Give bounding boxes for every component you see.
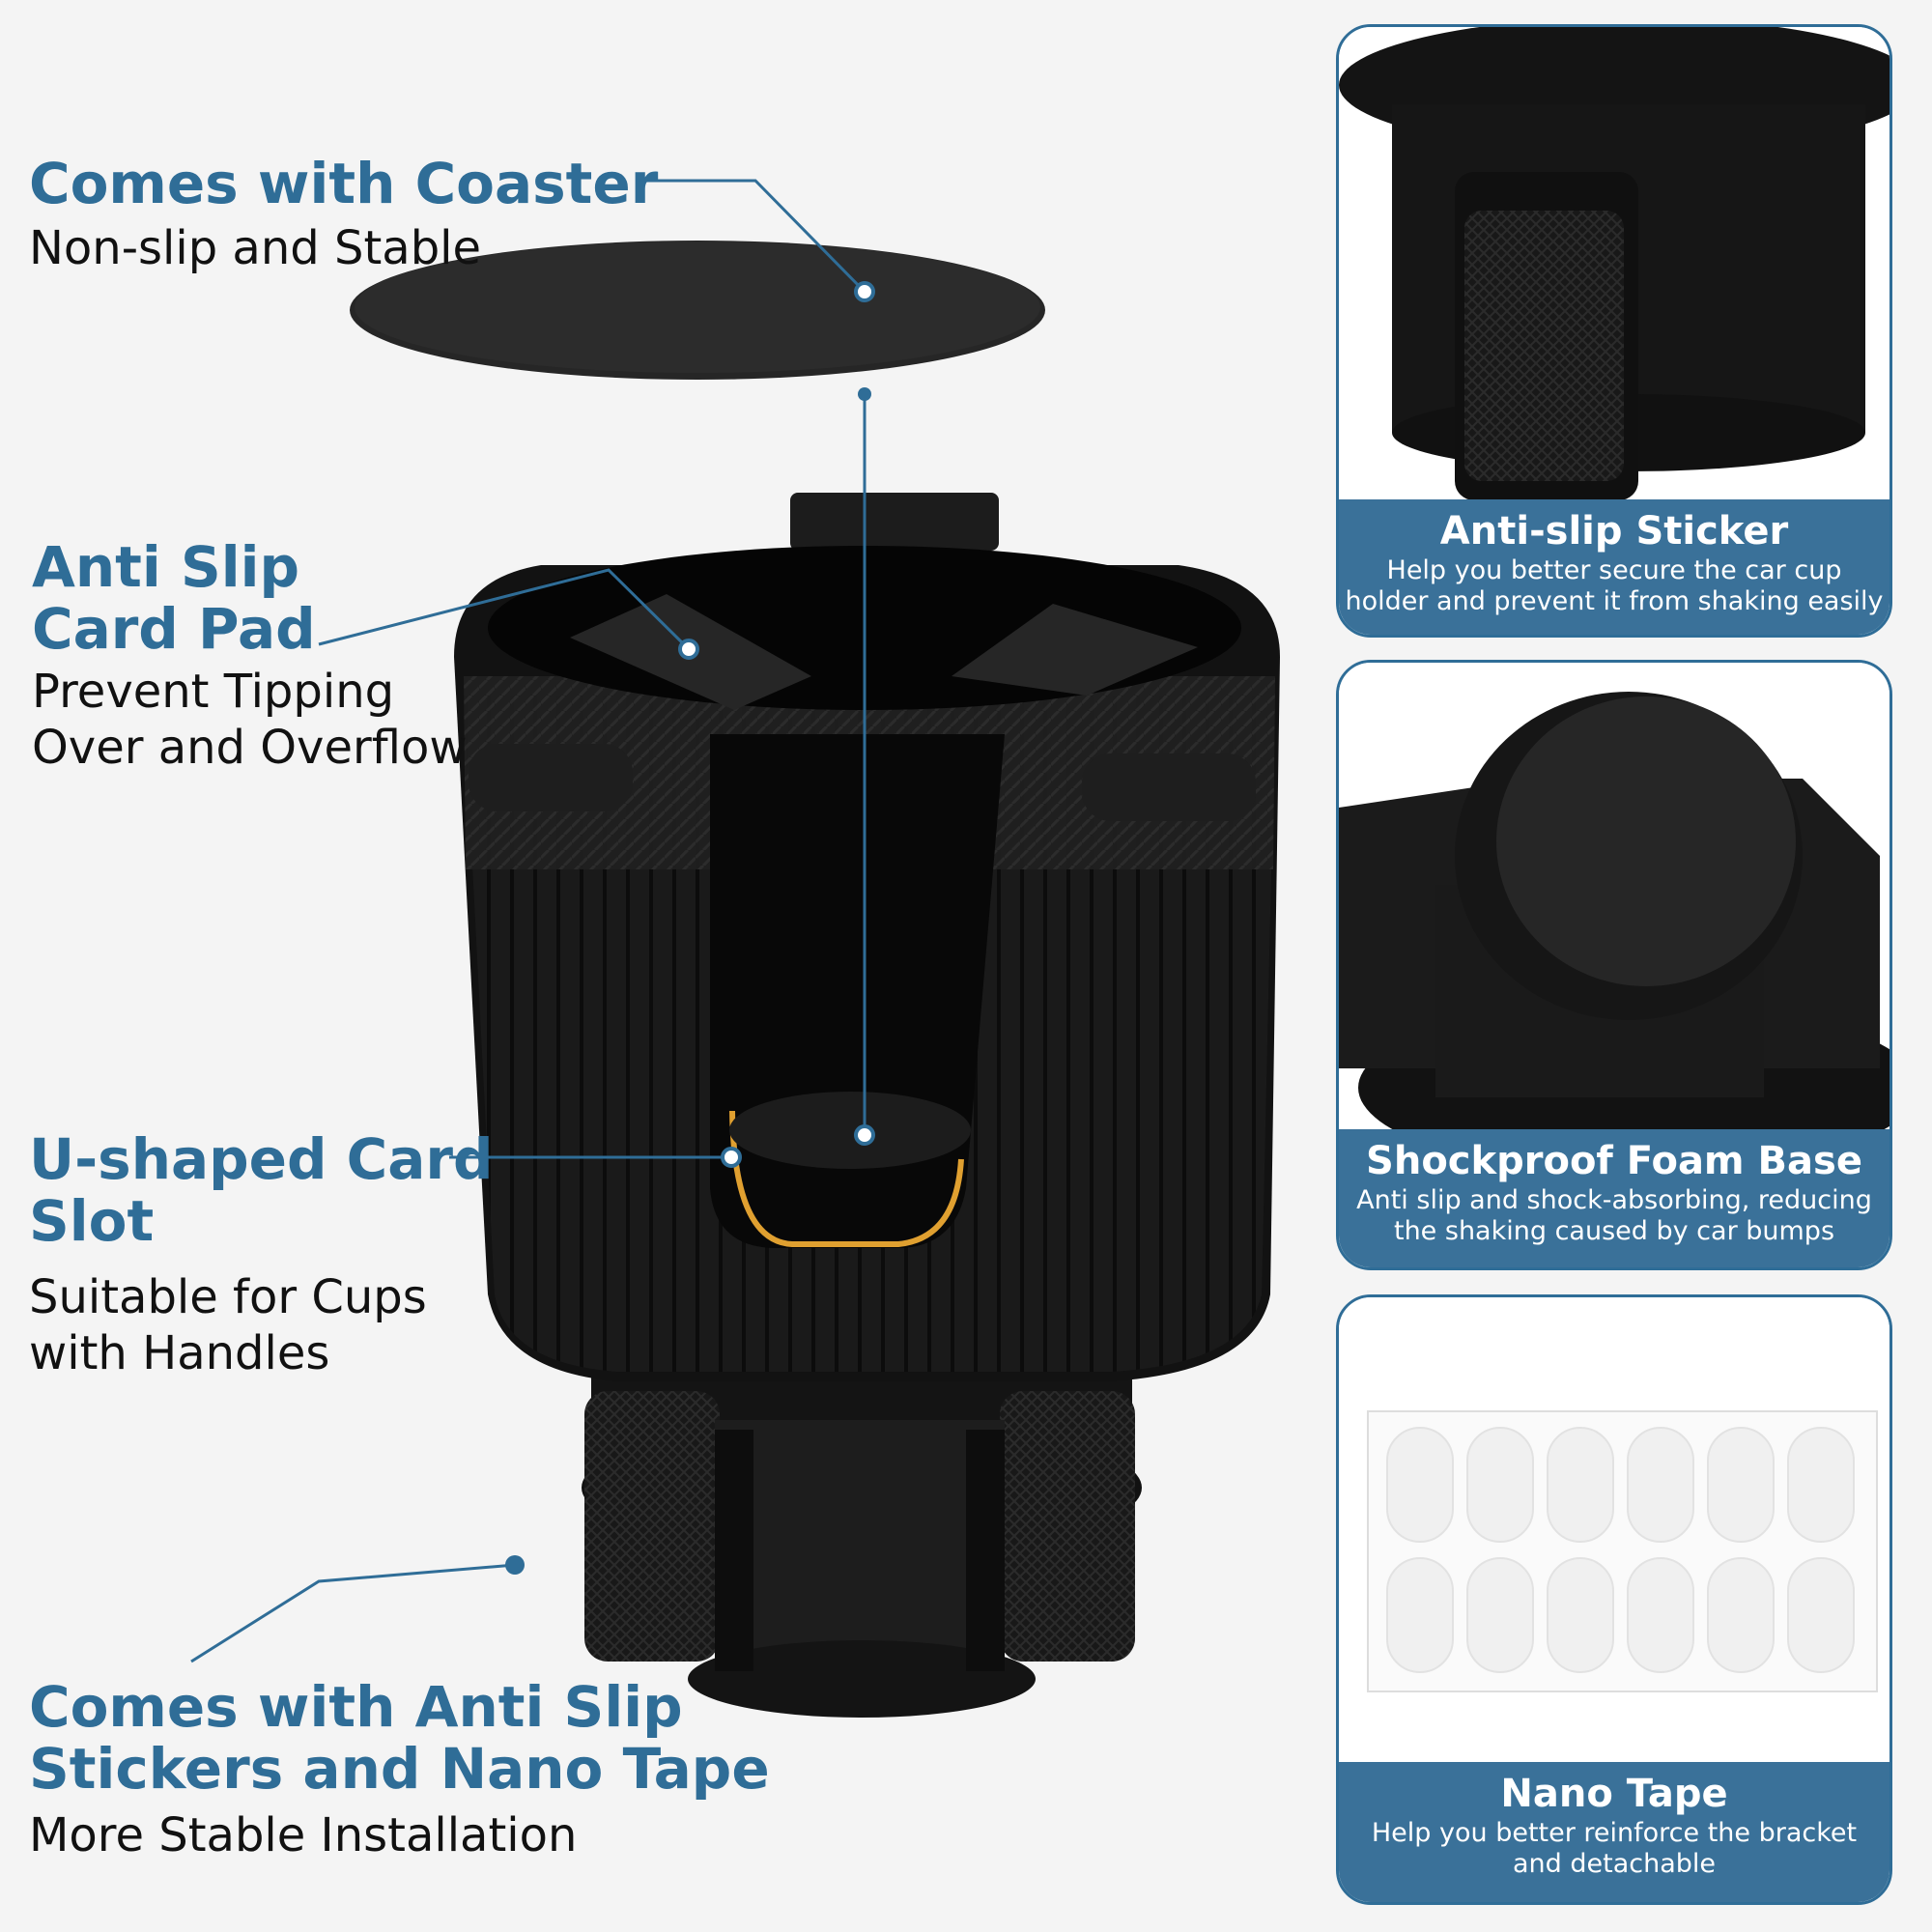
callout-card-pad-subtitle-1: Prevent Tipping [32,665,395,719]
nano-tape-pad [1386,1427,1454,1543]
nano-tape-pad [1386,1557,1454,1673]
callout-coaster-subtitle: Non-slip and Stable [29,221,482,275]
panel-shockproof-foam-base-desc-1: Anti slip and shock-absorbing, reducing [1356,1185,1872,1215]
nano-tape-pad [1547,1557,1614,1673]
panel-shockproof-foam-base-desc-2: the shaking caused by car bumps [1393,1216,1835,1246]
panel-nano-tape-desc-2: and detachable [1512,1849,1716,1879]
callout-stickers-title-2: Stickers and Nano Tape [29,1736,770,1802]
panel-shockproof-foam-base-title: Shockproof Foam Base [1366,1139,1862,1183]
callout-stickers-title-1: Comes with Anti Slip [29,1674,683,1740]
leader-dots [505,281,875,1575]
panel-nano-tape: Nano Tape Help you better reinforce the … [1336,1294,1892,1905]
panel-anti-slip-sticker: Anti-slip Sticker Help you better secure… [1336,24,1892,638]
nano-tape-pad [1707,1557,1775,1673]
callout-stickers-subtitle: More Stable Installation [29,1808,578,1862]
callout-card-slot-subtitle-1: Suitable for Cups [29,1270,427,1324]
callout-card-slot-title-1: U-shaped Card [29,1126,494,1192]
callout-card-pad-title-1: Anti Slip [32,534,300,600]
panel-anti-slip-sticker-caption: Anti-slip Sticker Help you better secure… [1339,499,1889,635]
callout-card-pad: Anti Slip Card Pad Prevent Tipping Over … [32,536,468,776]
panel-anti-slip-sticker-title: Anti-slip Sticker [1439,509,1789,554]
callout-stickers: Comes with Anti Slip Stickers and Nano T… [29,1676,770,1863]
product-illustration [190,179,1280,1718]
panel-nano-tape-desc-1: Help you better reinforce the bracket [1371,1818,1858,1848]
base-expander [582,1333,1142,1718]
callout-card-pad-subtitle-2: Over and Overflow [32,721,468,775]
panel-nano-tape-title: Nano Tape [1500,1772,1728,1816]
panel-nano-tape-caption: Nano Tape Help you better reinforce the … [1339,1762,1889,1902]
callout-card-slot-title-2: Slot [29,1188,155,1254]
callout-coaster: Comes with Coaster Non-slip and Stable [29,153,658,276]
nano-tape-pad [1547,1427,1614,1543]
nano-tape-pad [1466,1557,1534,1673]
callout-card-slot: U-shaped Card Slot Suitable for Cups wit… [29,1128,494,1381]
cup-top-tab [790,493,999,551]
nano-tape-pad [1787,1427,1855,1543]
anti-slip-sticker-photo [1339,27,1889,529]
nano-tape-pad [1627,1427,1694,1543]
callout-coaster-title: Comes with Coaster [29,151,659,216]
nano-tape-pad [1466,1427,1534,1543]
panel-anti-slip-sticker-desc-1: Help you better secure the car cup [1386,555,1842,585]
callout-card-slot-subtitle-2: with Handles [29,1326,330,1380]
panel-anti-slip-sticker-desc-2: holder and prevent it from shaking easil… [1345,586,1884,616]
leader-lines [190,179,867,1663]
cup-body [454,546,1280,1381]
shockproof-foam-base-photo [1339,663,1889,1136]
nano-tape-pad [1627,1557,1694,1673]
nano-tape-pad [1707,1427,1775,1543]
nano-tape-pad [1787,1557,1855,1673]
panel-shockproof-foam-base: Shockproof Foam Base Anti slip and shock… [1336,660,1892,1270]
nano-tape-photo [1339,1297,1889,1771]
panel-shockproof-foam-base-caption: Shockproof Foam Base Anti slip and shock… [1339,1129,1889,1267]
callout-card-pad-title-2: Card Pad [32,596,316,662]
